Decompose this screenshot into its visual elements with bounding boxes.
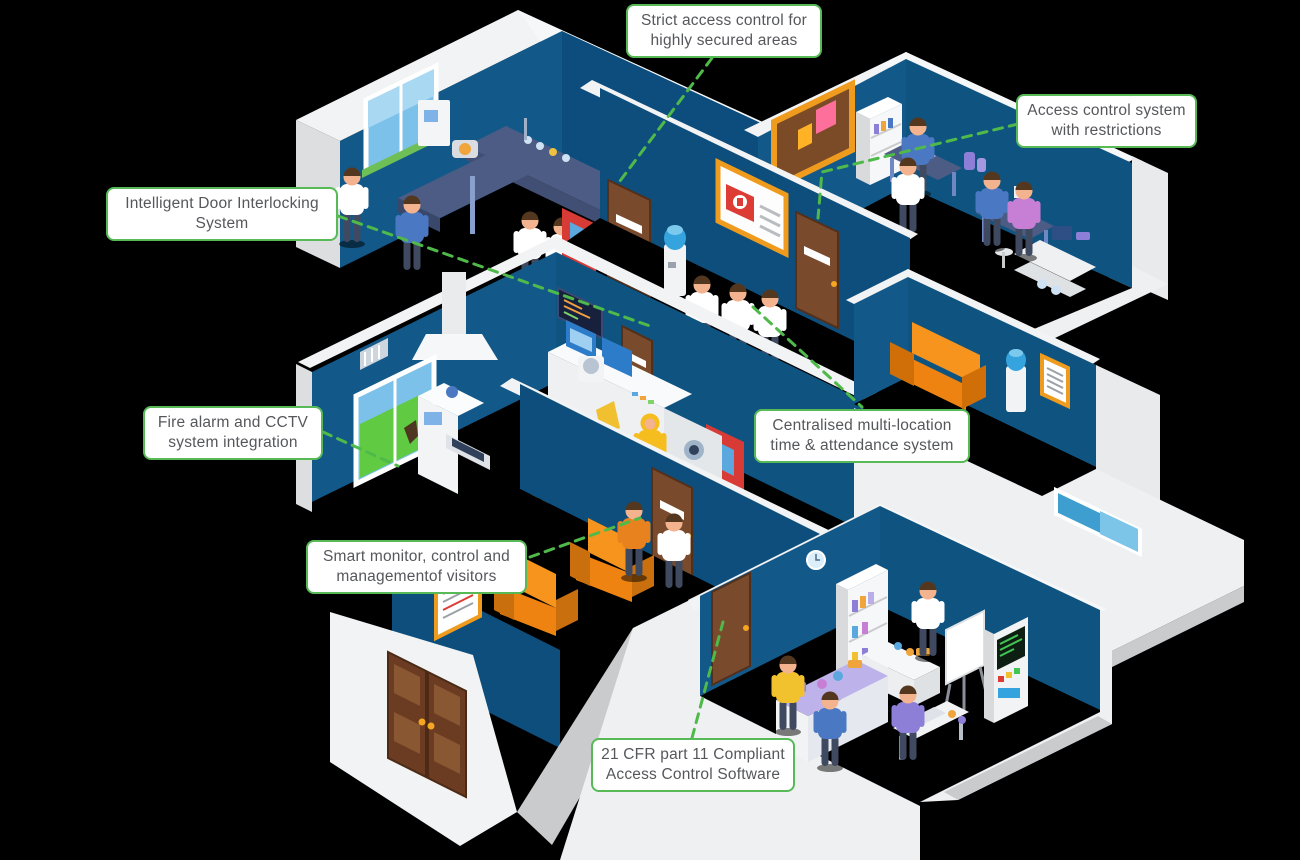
callout-visitor-management-line2: managementof visitors [336,567,497,585]
callout-cfr-compliance: 21 CFR part 11 Compliant Access Control … [591,738,795,792]
central-hallway [560,80,918,404]
vent-hood-icon [412,272,498,360]
door-icon [795,210,839,330]
window-icon [1054,486,1142,558]
connector-door-interlocking [336,214,652,328]
callout-door-interlocking-line1: Intelligent Door Interlocking [125,195,319,212]
callout-strict-access-line2: highly secured areas [650,31,798,49]
callout-access-restrictions-line2: with restrictions [1051,121,1162,139]
connector-lines [321,56,1020,740]
connector-access-restrictions [816,122,1020,220]
callout-visitor-management: Smart monitor, control and managementof … [306,540,527,594]
callout-door-interlocking: Intelligent Door Interlocking System [106,187,338,241]
connector-fire-cctv [321,430,400,468]
callout-fire-cctv: Fire alarm and CCTV system integration [143,406,323,460]
analyzer-fridge-icon [418,383,490,494]
connector-visitor-management [528,516,642,559]
window-icon [353,354,437,488]
callout-strict-access-line1: Strict access control for [640,12,808,29]
exterior-wall [560,592,706,860]
sofa-icon [890,322,986,410]
callout-time-attendance: Centralised multi-location time & attend… [754,409,970,463]
callout-access-restrictions: Access control system with restrictions [1016,94,1197,148]
first-aid-board-icon [715,158,789,258]
callout-access-restrictions-line1: Access control system [1027,102,1186,119]
callout-fire-cctv-line2: system integration [168,433,298,451]
notice-board-icon [1040,352,1070,410]
callout-fire-cctv-line1: Fire alarm and CCTV [157,414,309,431]
clock-hands [815,554,820,561]
connector-time-attendance [751,305,864,409]
connector-cfr-compliance [690,620,725,740]
callout-cfr-compliance-line1: 21 CFR part 11 Compliant [601,746,785,763]
callout-visitor-management-line1: Smart monitor, control and [323,548,510,565]
double-door-icon [387,650,467,799]
waiting-lounge [846,269,1244,672]
vent-grille-icon [360,338,388,370]
lab-cart-icon [1014,226,1096,297]
callout-time-attendance-line1: Centralised multi-location [772,417,952,434]
shelf-cabinet-icon [856,97,902,185]
bottom-laboratory [560,504,1112,860]
water-cooler-icon [664,225,686,296]
connector-strict-access [615,56,714,187]
centrifuge-lid-icon [583,358,599,374]
callout-door-interlocking-line2: System [195,214,249,232]
callout-cfr-compliance-line2: Access Control Software [605,765,781,783]
callout-strict-access: Strict access control for highly secured… [626,4,822,58]
control-console-icon [548,320,722,480]
callout-time-attendance-line2: time & attendance system [770,436,954,454]
terminal-machine-icon [984,617,1028,723]
door-icon [711,571,751,687]
water-cooler-icon [1006,349,1026,412]
exterior-wall [944,716,1112,800]
exterior-wall [1102,586,1244,672]
exterior-wall [854,408,1244,656]
